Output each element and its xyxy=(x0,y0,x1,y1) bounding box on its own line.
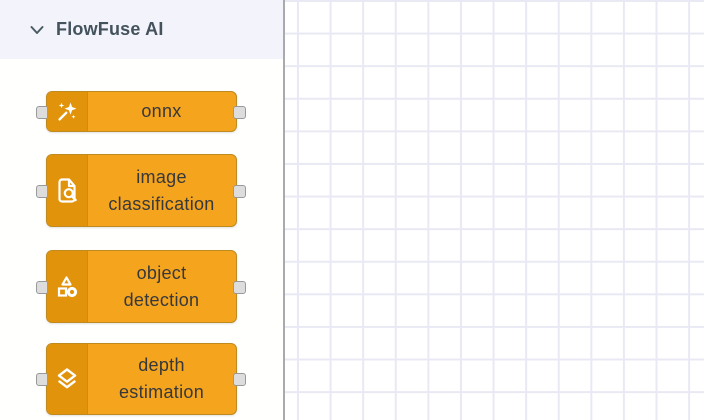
palette-category-header[interactable]: FlowFuse AI xyxy=(0,0,283,59)
node-output-port xyxy=(233,373,246,386)
node-icon-strip xyxy=(47,92,88,131)
node-icon-strip xyxy=(47,155,88,226)
node-icon-strip xyxy=(47,251,88,322)
palette-node-onnx[interactable]: onnx xyxy=(36,91,246,132)
palette-node-image-classification[interactable]: image classification xyxy=(36,154,246,227)
node-label: object detection xyxy=(123,262,200,310)
file-search-icon xyxy=(56,177,79,205)
flow-canvas[interactable] xyxy=(285,0,704,420)
palette-node-object-detection[interactable]: object detection xyxy=(36,250,246,323)
node-label: onnx xyxy=(141,101,182,121)
chevron-down-icon[interactable] xyxy=(30,25,44,35)
node-icon-strip xyxy=(47,344,88,414)
palette-category-label: FlowFuse AI xyxy=(56,19,164,39)
node-label: depth estimation xyxy=(118,355,205,402)
node-output-port xyxy=(233,184,246,198)
node-label: image classification xyxy=(108,166,215,214)
node-output-port xyxy=(233,105,246,119)
layers-icon xyxy=(54,366,80,392)
node-output-port xyxy=(233,280,246,294)
palette-sidebar: FlowFuse AI onnx xyxy=(0,0,285,420)
shapes-icon xyxy=(55,274,79,300)
palette-node-depth-estimation[interactable]: depth estimation xyxy=(36,343,246,415)
wand-sparkles-icon xyxy=(57,101,78,122)
